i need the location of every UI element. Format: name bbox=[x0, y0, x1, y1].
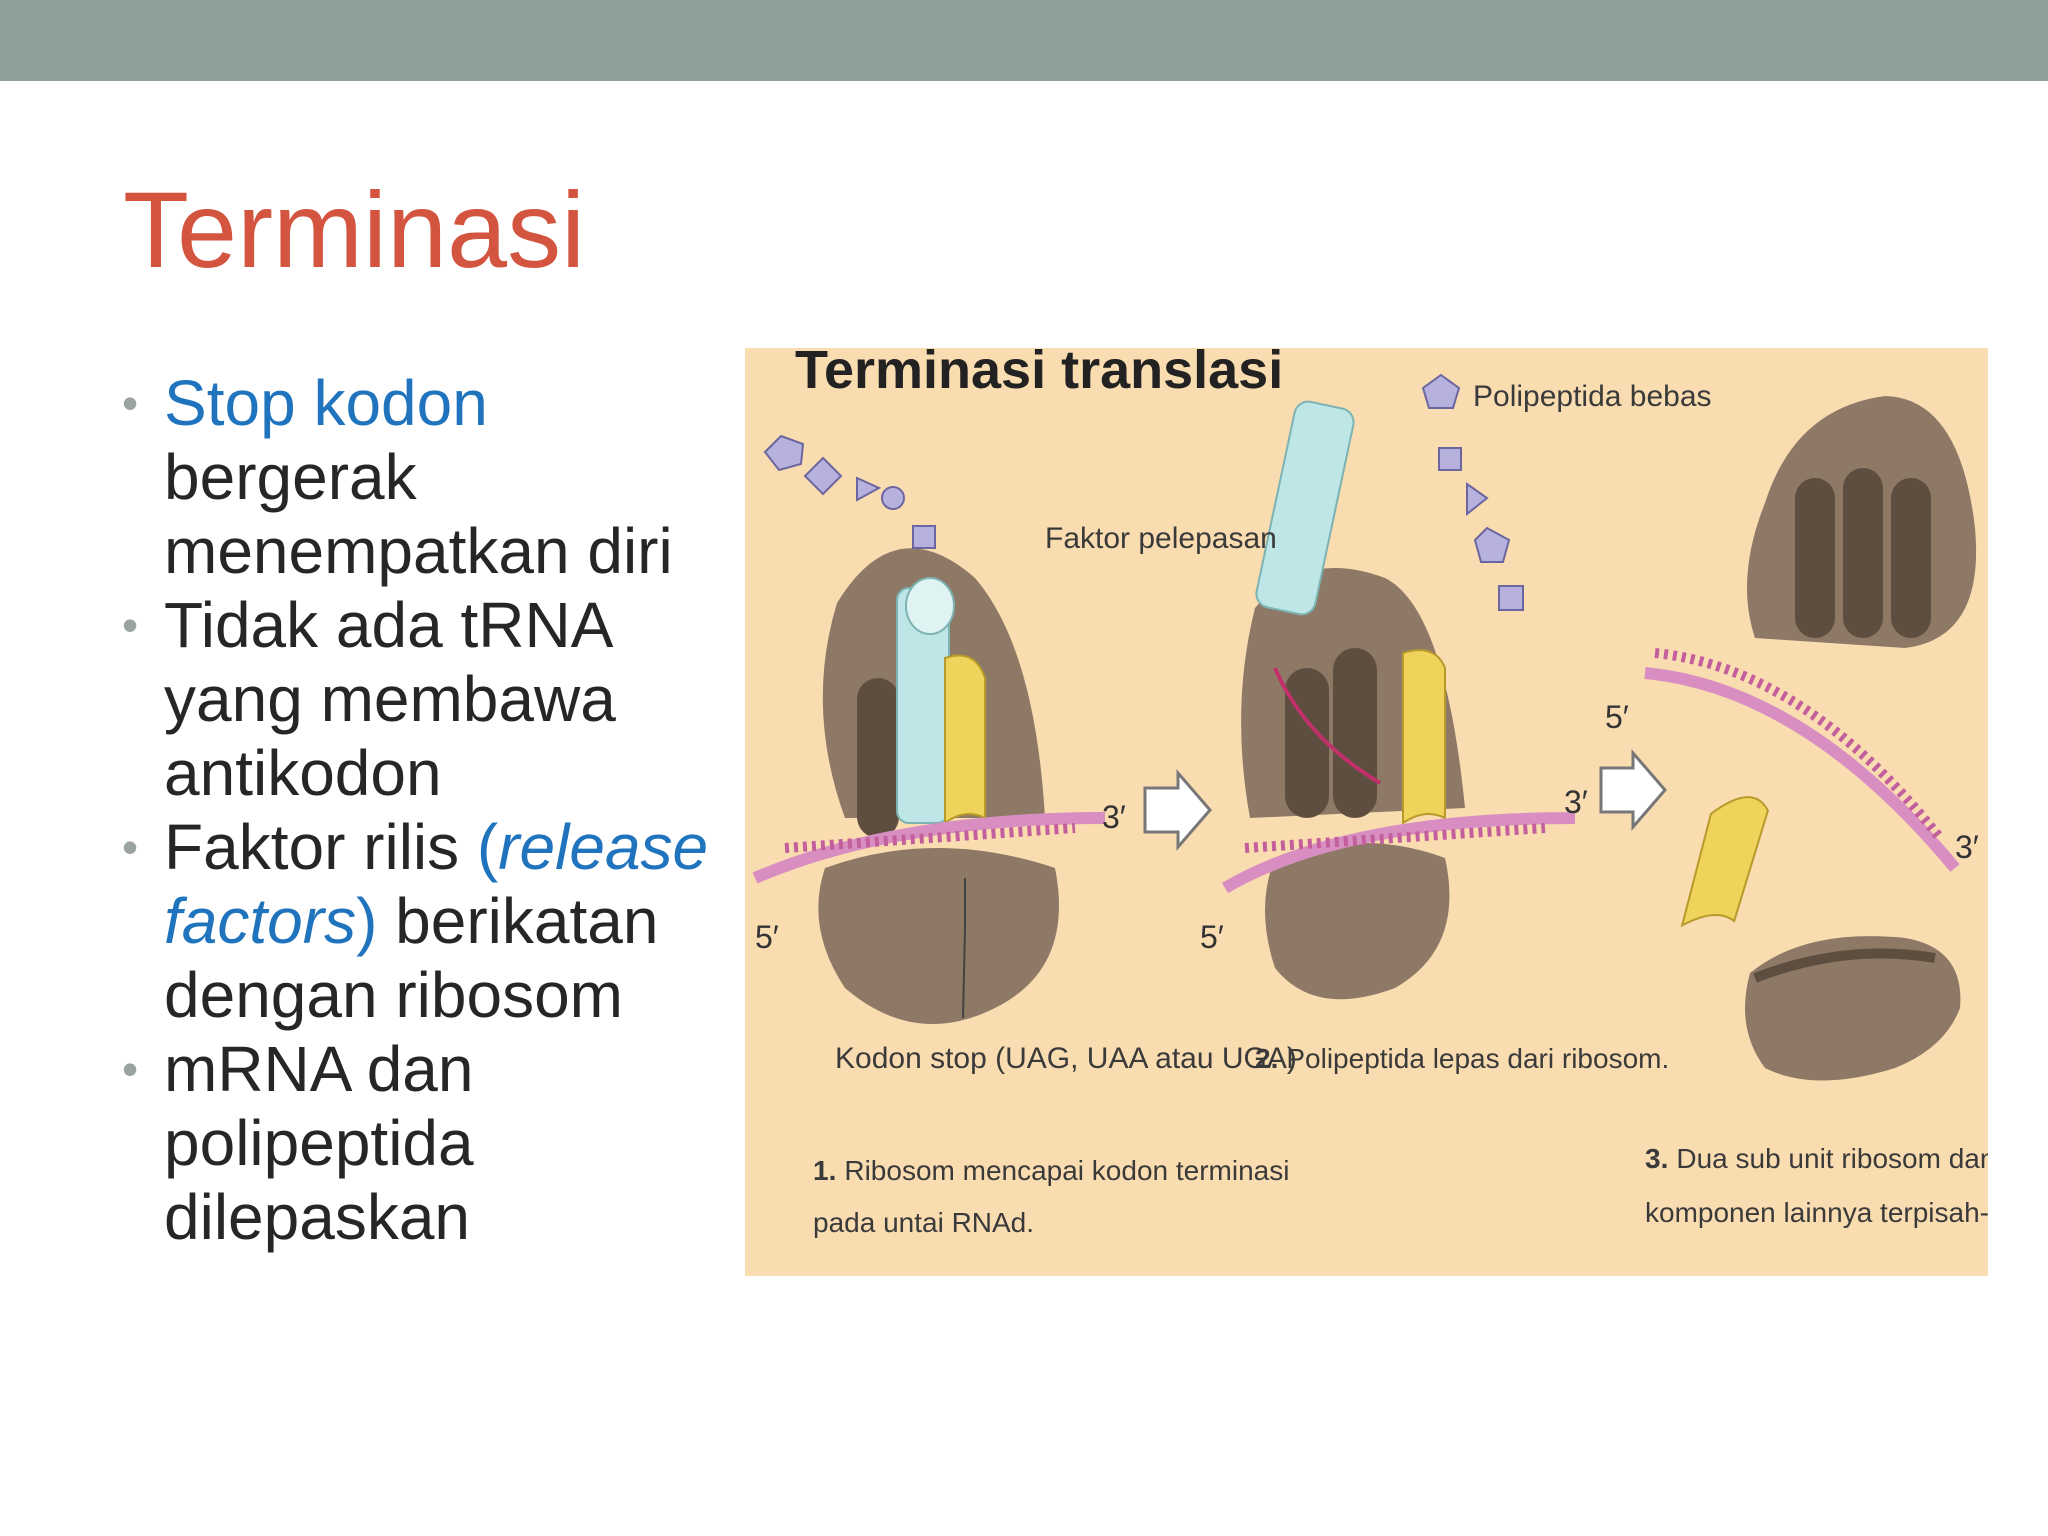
mrna-bases-free bbox=[1654, 648, 1944, 842]
slide-title: Terminasi bbox=[123, 169, 586, 290]
bullet-text: Faktor rilis bbox=[164, 811, 477, 883]
mrna-3-prime-label: 3′ bbox=[1564, 784, 1588, 820]
polypeptide-residue bbox=[856, 476, 882, 502]
bullet-list: • Stop kodon bergerak menempatkan diri •… bbox=[122, 366, 732, 1254]
release-path-arrow-icon bbox=[1273, 667, 1382, 785]
step-2-text: Polipeptida lepas dari ribosom. bbox=[1286, 1043, 1669, 1074]
label-polipeptida-bebas: Polipeptida bebas bbox=[1473, 380, 1712, 413]
polypeptide-residue bbox=[1498, 585, 1524, 611]
bullet-item: • mRNA dan polipeptida dilepaskan bbox=[122, 1032, 732, 1254]
bullet-text: mRNA dan polipeptida dilepaskan bbox=[164, 1033, 474, 1253]
figure-canvas: Terminasi translasi 3′ 5′ bbox=[745, 348, 1988, 1276]
panel-3: 5′ 3′ bbox=[1605, 396, 1979, 1081]
bullet-dot: • bbox=[122, 377, 139, 429]
ribosome-site bbox=[1795, 478, 1835, 638]
mrna-strand-free bbox=[1644, 667, 1960, 872]
arrow-right-icon bbox=[1143, 768, 1212, 852]
polypeptide-residue bbox=[1466, 482, 1489, 517]
ribosome-small-subunit bbox=[1265, 843, 1450, 1000]
step-1-number: 1. bbox=[813, 1155, 836, 1186]
bullet-text: Tidak ada tRNA yang membawa antikodon bbox=[164, 589, 616, 809]
bullet-highlight: Stop kodon bbox=[164, 367, 488, 439]
step-1-line-2: pada untai RNAd. bbox=[813, 1207, 1034, 1238]
step-1-line-1: Ribosom mencapai kodon terminasi bbox=[844, 1155, 1289, 1186]
bullet-dot: • bbox=[122, 821, 139, 873]
mrna-3-prime-label: 3′ bbox=[1955, 829, 1979, 865]
polypeptide-residue bbox=[1438, 447, 1462, 471]
mrna-3-prime-label: 3′ bbox=[1102, 799, 1126, 835]
release-factor-leaving bbox=[1255, 400, 1355, 616]
bullet-dot: • bbox=[122, 599, 139, 651]
ribosome-small-subunit bbox=[818, 848, 1059, 1024]
release-factor-1 bbox=[944, 654, 986, 825]
paren-open: ( bbox=[476, 811, 499, 883]
ribosome-small-subunit-free bbox=[1745, 936, 1961, 1081]
bullet-item: • Stop kodon bergerak menempatkan diri bbox=[122, 366, 732, 588]
polypeptide-residue bbox=[803, 456, 843, 496]
label-kodon-stop: Kodon stop (UAG, UAA atau UGA) bbox=[835, 1042, 1297, 1075]
kodon-stop-pointer bbox=[962, 878, 966, 1019]
release-factor-2 bbox=[1402, 649, 1446, 825]
mrna-bases-1 bbox=[784, 823, 1076, 853]
mrna-strand-1 bbox=[752, 812, 1106, 884]
translation-termination-figure: Terminasi translasi 3′ 5′ bbox=[745, 348, 1988, 1276]
ribosome-site bbox=[857, 678, 899, 838]
polypeptide-residue bbox=[763, 434, 805, 472]
step-3-caption: 3. Dua sub unit ribosom dan bbox=[1645, 1143, 1988, 1174]
ribosome-site bbox=[1285, 668, 1329, 818]
small-subunit-groove bbox=[1753, 948, 1936, 983]
ribosome-site bbox=[1843, 468, 1883, 638]
step-3-number: 3. bbox=[1645, 1143, 1668, 1174]
polypeptide-residue bbox=[1421, 373, 1461, 409]
step-2-caption: 2. Polipeptida lepas dari ribosom. bbox=[1255, 1043, 1669, 1074]
trna-top bbox=[905, 577, 955, 635]
bullet-text: berikatan dengan ribosom bbox=[164, 885, 659, 1031]
panel-1: 3′ 5′ bbox=[752, 434, 1126, 1024]
bullet-text: bergerak menempatkan diri bbox=[164, 441, 673, 587]
bullet-dot: • bbox=[122, 1043, 139, 1095]
release-factor-free bbox=[1680, 796, 1769, 928]
panel-2: 3′ 5′ bbox=[1200, 373, 1588, 1000]
polypeptide-residue bbox=[1473, 526, 1511, 563]
label-faktor-pelepasan: Faktor pelepasan bbox=[1045, 522, 1277, 555]
bullet-item: • Faktor rilis (release factors) berikat… bbox=[122, 810, 732, 1032]
figure-title: Terminasi translasi bbox=[795, 348, 1283, 400]
polypeptide-residue bbox=[881, 486, 905, 510]
ribosome-site bbox=[1891, 478, 1931, 638]
polypeptide-residue bbox=[912, 525, 936, 549]
step-3-line-2: komponen lainnya terpisah-pisah. bbox=[1645, 1197, 1988, 1228]
mrna-5-prime-label: 5′ bbox=[1605, 699, 1629, 735]
bullet-italic-term: release factors bbox=[164, 811, 709, 957]
paren-close: ) bbox=[356, 885, 378, 957]
mrna-5-prime-label: 5′ bbox=[755, 919, 779, 955]
mrna-5-prime-label: 5′ bbox=[1200, 919, 1224, 955]
bullet-item: • Tidak ada tRNA yang membawa antikodon bbox=[122, 588, 732, 810]
arrow-right-icon bbox=[1599, 748, 1667, 832]
step-3-line-1: Dua sub unit ribosom dan bbox=[1676, 1143, 1988, 1174]
ribosome-site bbox=[1333, 648, 1377, 818]
step-1-caption: 1. Ribosom mencapai kodon terminasi bbox=[813, 1155, 1289, 1186]
step-2-number: 2. bbox=[1255, 1043, 1278, 1074]
top-accent-bar bbox=[0, 0, 2048, 81]
